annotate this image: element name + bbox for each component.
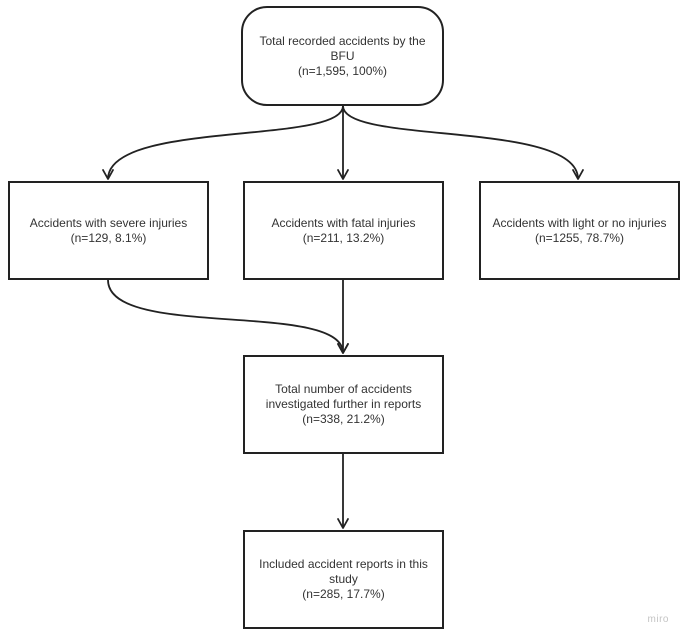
node-investigated-further-stat: (n=338, 21.2%) xyxy=(302,412,385,426)
arrow-top-to-severe xyxy=(102,105,344,180)
node-included-reports[interactable]: Included accident reports in this study … xyxy=(243,530,444,629)
node-light-or-no-injuries[interactable]: Accidents with light or no injuries (n=1… xyxy=(479,181,680,280)
node-included-reports-stat: (n=285, 17.7%) xyxy=(302,587,385,601)
node-total-recorded-accidents-stat: (n=1,595, 100%) xyxy=(297,63,388,78)
node-light-or-no-injuries-stat: (n=1255, 78.7%) xyxy=(534,230,625,245)
node-fatal-injuries[interactable]: Accidents with fatal injuries (n=211, 13… xyxy=(243,181,444,280)
node-investigated-further-label: Total number of accidents investigated f… xyxy=(265,382,422,411)
node-investigated-further[interactable]: Total number of accidents investigated f… xyxy=(243,355,444,454)
node-total-recorded-accidents-label: Total recorded accidents by the BFU xyxy=(259,33,426,63)
node-included-reports-label: Included accident reports in this study xyxy=(259,557,428,586)
node-fatal-injuries-stat: (n=211, 13.2%) xyxy=(302,230,385,245)
node-fatal-injuries-label: Accidents with fatal injuries xyxy=(271,215,416,230)
node-total-recorded-accidents[interactable]: Total recorded accidents by the BFU (n=1… xyxy=(241,6,444,106)
arrow-top-to-light xyxy=(342,105,584,180)
miro-watermark: miro xyxy=(647,614,669,625)
node-severe-injuries-label: Accidents with severe injuries xyxy=(29,215,188,230)
node-light-or-no-injuries-label: Accidents with light or no injuries xyxy=(492,215,667,230)
arrow-severe-to-mid xyxy=(107,279,349,354)
node-severe-injuries-stat: (n=129, 8.1%) xyxy=(70,230,147,245)
node-severe-injuries[interactable]: Accidents with severe injuries (n=129, 8… xyxy=(8,181,209,280)
